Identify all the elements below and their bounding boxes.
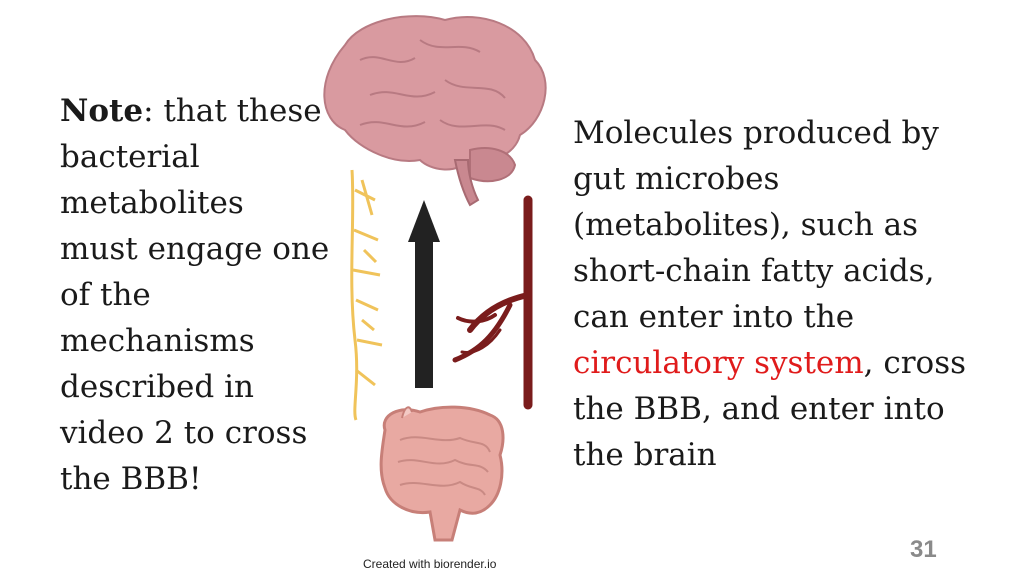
- blood-vessel-illustration: [452, 195, 533, 410]
- note-text: Note: that these bacterial metabolites m…: [60, 88, 330, 502]
- biorender-credit: Created with biorender.io: [363, 557, 497, 571]
- description-part-1: Molecules produced by gut microbes (meta…: [573, 115, 939, 335]
- gut-illustration: [379, 405, 505, 542]
- page-number: 31: [910, 536, 937, 563]
- description-part-2: , cross the BBB, and enter into the brai…: [573, 345, 967, 473]
- note-label: Note: [60, 93, 144, 129]
- nerve-illustration: [350, 169, 383, 421]
- circulatory-system-highlight: circulatory system: [573, 345, 864, 381]
- note-body: : that these bacterial metabolites must …: [60, 93, 330, 497]
- brain-illustration: [323, 15, 547, 207]
- upward-arrow-icon: [408, 200, 440, 388]
- metabolites-description: Molecules produced by gut microbes (meta…: [573, 110, 993, 478]
